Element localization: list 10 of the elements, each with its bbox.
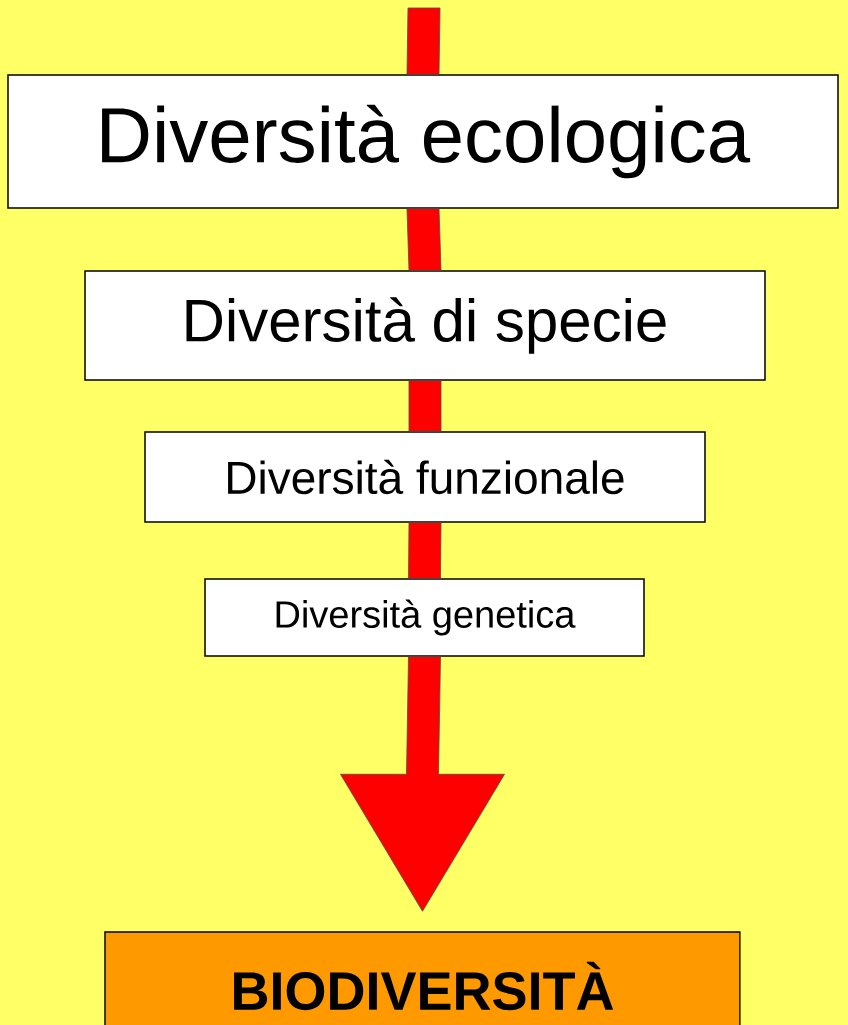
result-box: BIODIVERSITÀ — [104, 931, 741, 1025]
arrow — [406, 7, 441, 75]
text-box: Diversità genetica — [204, 578, 645, 657]
text-box: Diversità ecologica — [7, 74, 839, 209]
arrow — [406, 208, 442, 271]
text-box: Diversità di specie — [84, 270, 766, 381]
arrow — [340, 656, 505, 912]
text-box: Diversità funzionale — [144, 431, 706, 523]
arrow — [408, 380, 442, 432]
arrow — [408, 522, 442, 579]
